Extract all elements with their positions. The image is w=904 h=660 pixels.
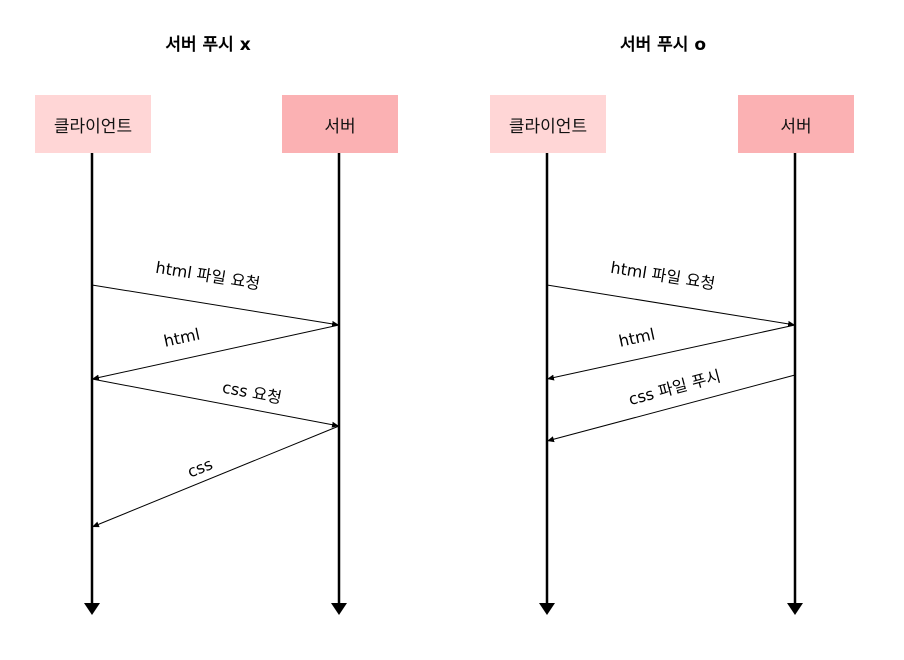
- right-client-box: 클라이언트: [490, 95, 606, 153]
- right-client-lifeline: [539, 153, 555, 615]
- right-message-label-css-push: css 파일 푸시: [626, 366, 722, 409]
- left-message-label-css-request: css 요청: [221, 378, 283, 408]
- right-server-lifeline: [787, 153, 803, 615]
- left-message-label-html-request: html 파일 요청: [154, 258, 261, 294]
- left-message-label-css: css: [185, 454, 216, 481]
- right-diagram-title: 서버 푸시 o: [619, 35, 707, 55]
- left-message-arrow-css: [91, 425, 340, 528]
- left-message-arrow-html: [91, 324, 340, 381]
- left-message-arrow-html-request: [91, 284, 340, 327]
- left-server-lifeline: [331, 153, 347, 615]
- lifeline-arrowhead: [84, 603, 100, 615]
- right-server-box: 서버: [738, 95, 854, 153]
- left-server-label: 서버: [324, 116, 356, 137]
- right-message-label-html: html: [617, 324, 657, 350]
- left-server-box: 서버: [282, 95, 398, 153]
- left-client-box: 클라이언트: [35, 95, 151, 153]
- left-client-label: 클라이언트: [53, 116, 133, 137]
- right-message-label-html-request: html 파일 요청: [609, 258, 716, 294]
- right-message-arrow-css-push: [546, 374, 796, 443]
- lifeline-arrowhead: [539, 603, 555, 615]
- right-message-arrow-html: [546, 324, 796, 381]
- lifeline-arrowhead: [787, 603, 803, 615]
- right-message-arrow-html-request: [546, 284, 796, 327]
- lifeline-arrowhead: [331, 603, 347, 615]
- left-diagram-title: 서버 푸시 x: [165, 35, 251, 55]
- left-client-lifeline: [84, 153, 100, 615]
- right-client-label: 클라이언트: [508, 116, 588, 137]
- right-server-label: 서버: [780, 116, 812, 137]
- left-message-label-html: html: [162, 324, 202, 350]
- left-message-arrow-css-request: [91, 378, 340, 428]
